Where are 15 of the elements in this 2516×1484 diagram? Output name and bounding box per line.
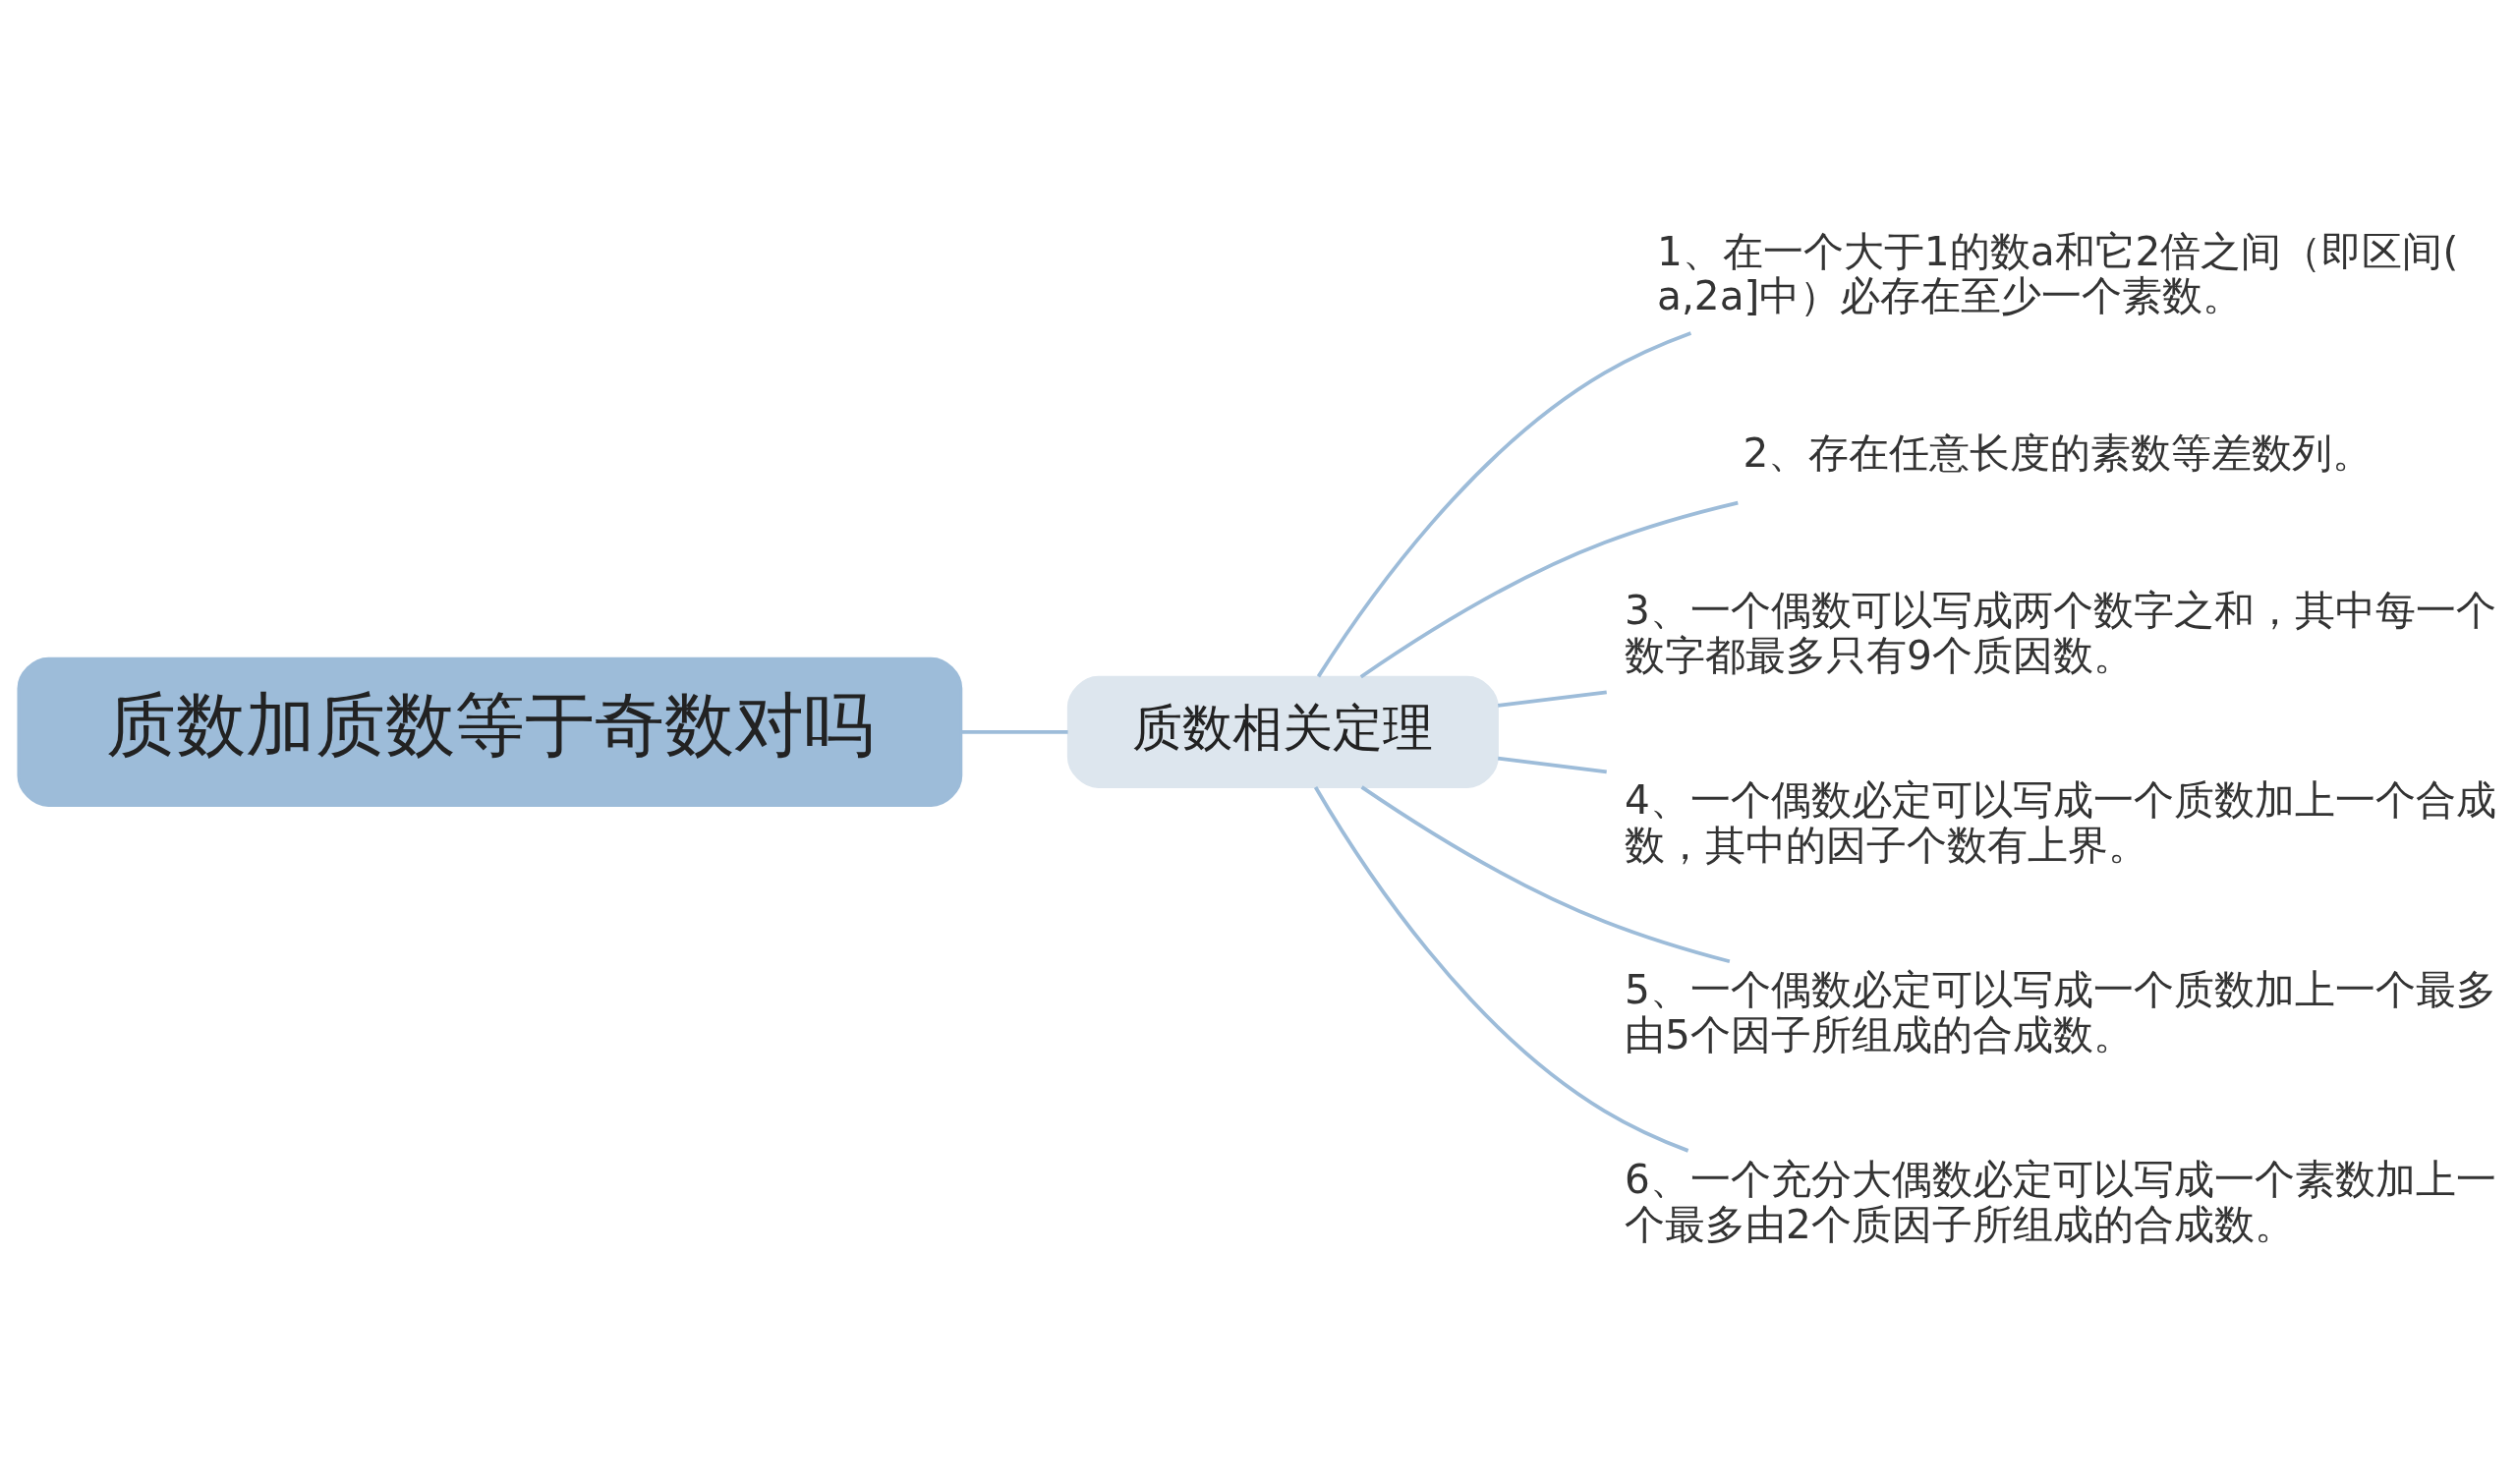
connector — [961, 729, 1068, 734]
connector — [1313, 785, 1689, 1153]
connector — [1316, 331, 1692, 678]
connector — [1498, 690, 1607, 708]
node-text: 6、一个充分大偶数必定可以写成一个素数加上一个最多由2个质因子所组成的合成数。 — [1625, 1155, 2496, 1248]
node-box: 质数加质数等于奇数对吗 — [17, 656, 963, 807]
node-text: 5、一个偶数必定可以写成一个质数加上一个最多由5个因子所组成的合成数。 — [1625, 965, 2496, 1058]
node-text: 4、一个偶数必定可以写成一个质数加上一个合成数，其中的因子个数有上界。 — [1625, 776, 2496, 869]
connector — [1498, 756, 1607, 774]
node-text: 1、在一个大于1的数a和它2倍之间（即区间(a,2a]中）必存在至少一个素数。 — [1657, 227, 2459, 320]
connector — [1359, 500, 1739, 679]
node-text: 2、存在任意长度的素数等差数列。 — [1743, 429, 2373, 478]
node-box: 质数相关定理 — [1066, 675, 1499, 788]
connector — [1360, 785, 1731, 964]
node-text: 3、一个偶数可以写成两个数字之和，其中每一个数字都最多只有9个质因数。 — [1625, 587, 2496, 679]
